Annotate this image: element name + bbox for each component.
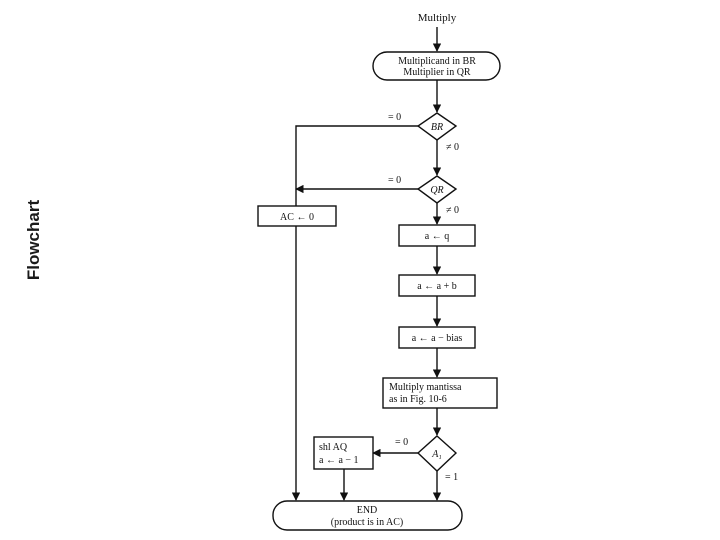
br-decision: BR = 0 ≠ 0	[388, 112, 459, 153]
load-exponent-box	[398, 224, 476, 247]
subtract-bias-text: a ← a − bias	[412, 333, 463, 344]
subtract-bias-node: a ← a − bias	[398, 326, 476, 349]
multiply-mantissa-line-1: Multiply mantissa	[389, 382, 462, 393]
br-nonzero-edge-label: ≠ 0	[446, 142, 459, 153]
clear-ac-text: AC ← 0	[280, 212, 314, 223]
qr-diamond	[416, 175, 458, 204]
add-exponent-node: a ← a + b	[398, 274, 476, 297]
a1-one-edge-label: = 1	[445, 472, 458, 483]
subtract-bias-box	[398, 326, 476, 349]
setup-node: Multiplicand in BR Multiplier in QR	[372, 51, 501, 81]
qr-decision: QR = 0 ≠ 0	[388, 175, 459, 216]
shift-node: shl AQ a ← a − 1	[313, 436, 374, 470]
add-exponent-text: a ← a + b	[417, 281, 457, 292]
shift-line-2: a ← a − 1	[319, 455, 359, 466]
multiply-mantissa-line-2: as in Fig. 10-6	[389, 394, 447, 405]
br-diamond	[416, 112, 458, 141]
br-zero-edge-label: = 0	[388, 112, 401, 123]
br-label: BR	[431, 122, 443, 133]
end-line-2: (product is in AC)	[331, 517, 404, 528]
shift-line-1: shl AQ	[319, 442, 348, 453]
edge-br-zero-to-end	[291, 125, 419, 501]
load-exponent-text: a ← q	[425, 231, 449, 242]
a1-zero-edge-label: = 0	[395, 437, 408, 448]
add-exponent-box	[398, 274, 476, 297]
shift-box	[313, 436, 374, 470]
start-label: Multiply	[418, 12, 457, 24]
setup-line-2: Multiplier in QR	[403, 67, 471, 78]
a1-label: A₁	[431, 449, 442, 460]
end-shape	[272, 500, 463, 531]
multiply-mantissa-box	[382, 377, 498, 409]
connectors	[291, 27, 442, 501]
setup-shape	[372, 51, 501, 81]
clear-ac-node: AC ← 0	[257, 205, 337, 227]
end-line-1: END	[357, 505, 378, 516]
a1-decision: A₁ = 0 = 1	[395, 435, 458, 483]
load-exponent-node: a ← q	[398, 224, 476, 247]
qr-nonzero-edge-label: ≠ 0	[446, 205, 459, 216]
end-node: END (product is in AC)	[272, 500, 463, 531]
setup-line-1: Multiplicand in BR	[398, 56, 476, 67]
qr-zero-edge-label: = 0	[388, 175, 401, 186]
clear-ac-box	[257, 205, 337, 227]
multiply-mantissa-node: Multiply mantissa as in Fig. 10-6	[382, 377, 498, 409]
qr-label: QR	[430, 185, 443, 196]
a1-diamond	[416, 435, 458, 472]
